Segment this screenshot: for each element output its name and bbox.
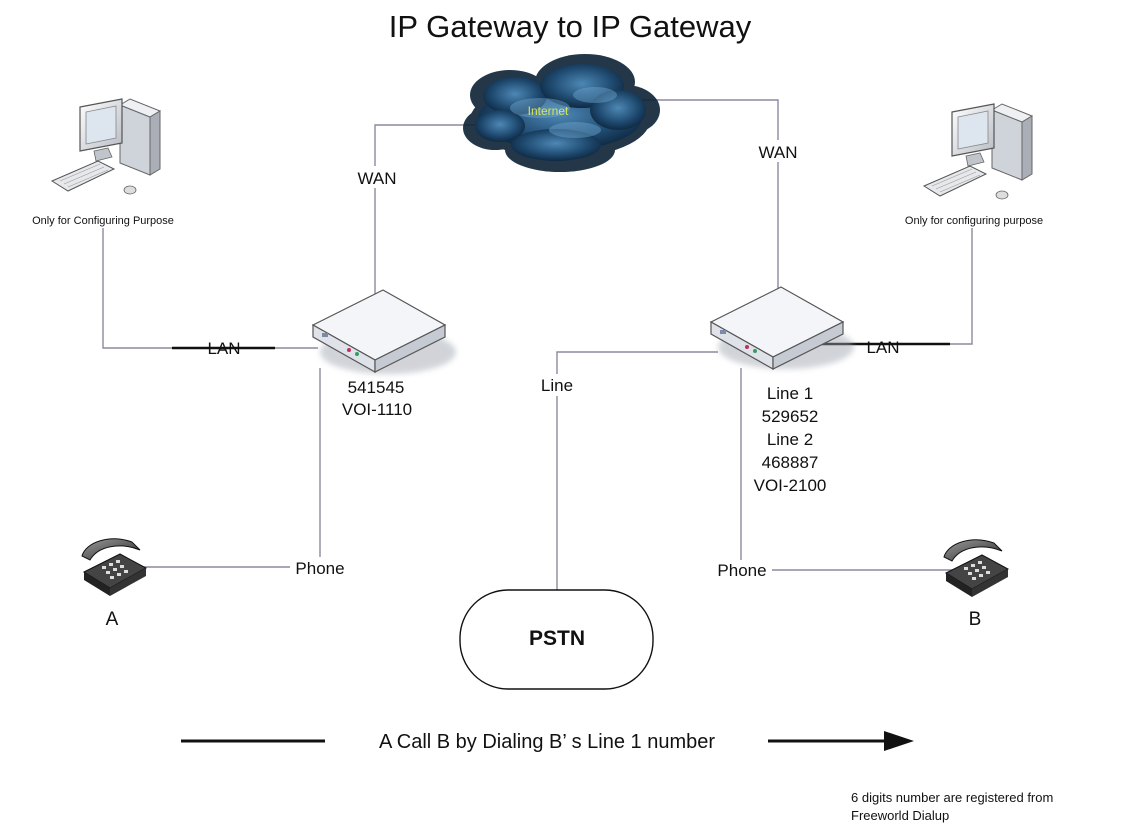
left-wan-label: WAN <box>357 169 396 188</box>
left-phone-label: Phone <box>295 559 344 578</box>
right-line1-number: 529652 <box>762 407 819 426</box>
phone-a-label: A <box>106 609 119 630</box>
pstn-line-label: Line <box>541 376 573 395</box>
left-telephone-icon <box>81 538 148 596</box>
left-pc-caption: Only for Configuring Purpose <box>32 215 174 227</box>
right-wan-label: WAN <box>758 143 797 162</box>
right-gateway-device <box>709 286 854 371</box>
call-caption: A Call B by Dialing B’ s Line 1 number <box>379 731 715 753</box>
right-wan-link <box>640 99 779 344</box>
right-line2-label: Line 2 <box>767 430 813 449</box>
diagram-title: IP Gateway to IP Gateway <box>389 9 752 44</box>
left-gateway-number: 541545 <box>348 378 405 397</box>
right-line2-number: 468887 <box>762 453 819 472</box>
internet-cloud: Internet <box>463 54 660 172</box>
footnote-line-2: Freeworld Dialup <box>851 808 949 823</box>
right-pc-caption: Only for configuring purpose <box>905 215 1043 227</box>
left-wan-link <box>374 124 478 326</box>
cloud-label: Internet <box>528 104 569 118</box>
left-pc-icon <box>50 98 162 195</box>
pstn-label: PSTN <box>529 627 585 650</box>
right-phone-label: Phone <box>717 561 766 580</box>
left-gateway-model: VOI-1110 <box>342 400 412 419</box>
footnote-line-1: 6 digits number are registered from <box>851 790 1053 805</box>
left-phone-link <box>143 368 321 568</box>
phone-b-label: B <box>969 609 982 630</box>
pstn-node <box>459 589 654 690</box>
left-lan-label: LAN <box>207 339 240 358</box>
right-lan-label: LAN <box>866 338 899 357</box>
pstn-line-link <box>556 351 718 590</box>
call-arrow <box>181 731 914 751</box>
left-lan-link <box>102 228 318 349</box>
left-gateway-device <box>311 289 456 374</box>
right-line1-label: Line 1 <box>767 384 813 403</box>
right-gateway-model: VOI-2100 <box>754 476 827 495</box>
right-telephone-icon <box>943 539 1010 597</box>
right-pc-icon <box>922 103 1034 200</box>
